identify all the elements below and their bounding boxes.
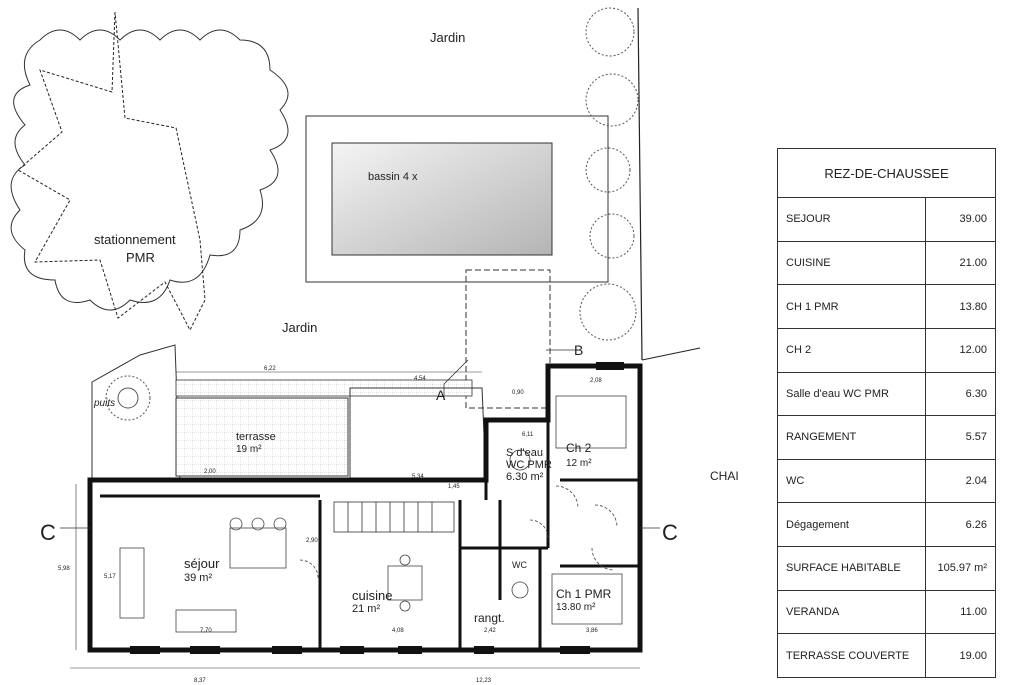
dim-242: 2,42 <box>484 628 496 634</box>
terrace-area <box>175 397 349 477</box>
staircase <box>333 501 455 533</box>
shrub-icons <box>579 7 639 341</box>
row-value: 6.26 <box>924 502 997 547</box>
dimension-lines <box>70 371 640 669</box>
floor-plan: 6,22 4,54 2,00 5,34 7,70 4,08 2,42 3,86 … <box>10 7 739 684</box>
row-label: WC <box>777 458 926 504</box>
label-stationnement: stationnement <box>94 232 176 247</box>
row-value: 2.04 <box>924 458 997 504</box>
parking-area-outline <box>17 11 206 332</box>
row-label: CH 1 PMR <box>777 284 926 329</box>
pool-deck <box>305 115 609 283</box>
furniture <box>119 395 627 633</box>
label-sejour: séjour <box>184 556 220 571</box>
dim-290: 2,90 <box>306 538 318 544</box>
dim-622: 6,22 <box>264 366 276 372</box>
label-rangt: rangt. <box>474 611 505 625</box>
dim-386: 3,86 <box>586 628 598 634</box>
row-label: CH 2 <box>777 327 926 373</box>
dim-611: 6,11 <box>522 432 534 438</box>
row-value: 13.80 <box>924 284 997 329</box>
row-label: CUISINE <box>777 240 926 286</box>
pool-basin <box>331 142 553 256</box>
row-label: SEJOUR <box>777 197 926 242</box>
label-wc-pmr: WC PMR <box>506 459 552 471</box>
label-chai: CHAI <box>710 469 739 483</box>
label-sdeau: S d'eau <box>506 447 543 459</box>
row-label: Dégagement <box>777 502 926 547</box>
row-value: 21.00 <box>924 240 997 286</box>
row-value: 105.97 m² <box>924 546 997 591</box>
dim-408: 4,08 <box>392 628 404 634</box>
row-label: RANGEMENT <box>777 415 926 460</box>
label-bassin: bassin 4 x <box>368 171 418 183</box>
section-b: B <box>574 342 583 358</box>
row-value: 5.57 <box>924 415 997 460</box>
dim-145: 1,45 <box>448 484 460 490</box>
well-icon <box>105 375 151 421</box>
label-ch1: Ch 1 PMR <box>556 587 612 601</box>
label-sejour-area: 39 m² <box>184 572 212 584</box>
dim-1223: 12,23 <box>476 678 492 684</box>
row-value: 19.00 <box>924 633 997 678</box>
dim-534: 5,34 <box>412 474 424 480</box>
door-swings <box>299 485 618 579</box>
label-cuisine: cuisine <box>352 588 392 603</box>
dim-200: 2,00 <box>204 469 216 475</box>
label-terrasse: terrasse <box>236 431 276 443</box>
interior-walls <box>100 420 640 650</box>
dim-090: 0,90 <box>512 390 524 396</box>
dim-598: 5,98 <box>58 566 70 572</box>
windows <box>130 362 624 654</box>
veranda-roof <box>349 387 487 481</box>
section-lines <box>60 349 660 529</box>
label-sdeau-area: 6.30 m² <box>506 471 544 483</box>
row-value: 6.30 <box>924 371 997 417</box>
label-ch1-area: 13.80 m² <box>556 602 596 613</box>
label-cuisine-area: 21 m² <box>352 603 380 615</box>
label-ch2: Ch 2 <box>566 441 592 455</box>
label-jardin-mid: Jardin <box>282 320 317 335</box>
label-terrasse-area: 19 m² <box>236 444 262 455</box>
row-label: VERANDA <box>777 589 926 635</box>
label-pmr: PMR <box>126 250 155 265</box>
section-a: A <box>436 387 446 403</box>
label-jardin-top: Jardin <box>430 30 465 45</box>
label-wc: WC <box>512 560 527 570</box>
dim-517: 5,17 <box>104 574 116 580</box>
dim-837: 8,37 <box>194 678 206 684</box>
property-boundary-south <box>641 347 701 361</box>
well-area-outline <box>91 344 181 481</box>
row-value: 39.00 <box>924 197 997 242</box>
row-label: SURFACE HABITABLE <box>777 546 926 591</box>
pool-extension <box>465 269 551 409</box>
label-puits: puits <box>93 398 115 409</box>
row-value: 12.00 <box>924 327 997 373</box>
section-c-left: C <box>40 520 56 545</box>
row-label: Salle d'eau WC PMR <box>777 371 926 417</box>
dim-208: 2,08 <box>590 378 602 384</box>
row-value: 11.00 <box>924 589 997 635</box>
section-c-right: C <box>662 520 678 545</box>
tree-canopy <box>10 29 289 311</box>
surface-table-title: REZ-DE-CHAUSSEE <box>777 148 996 198</box>
row-label: TERRASSE COUVERTE <box>777 633 926 678</box>
label-ch2-area: 12 m² <box>566 458 592 469</box>
property-boundary <box>637 7 643 361</box>
dim-770: 7,70 <box>200 628 212 634</box>
dim-454: 4,54 <box>414 376 426 382</box>
